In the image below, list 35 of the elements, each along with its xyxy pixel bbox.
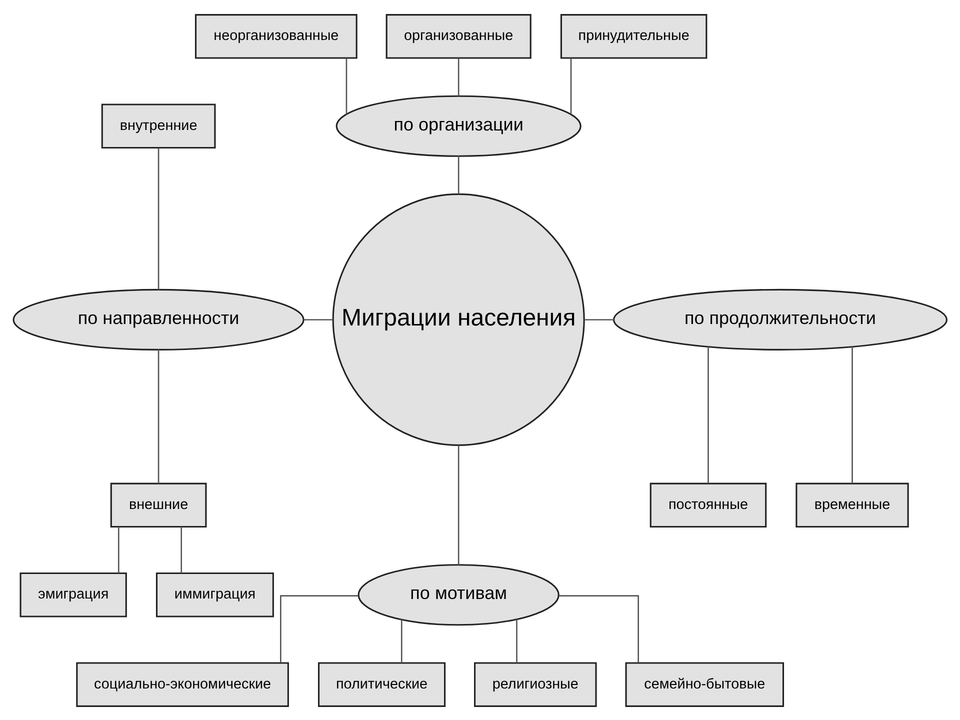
node-box: внешние bbox=[110, 482, 207, 528]
node-box: семейно-бытовые bbox=[625, 662, 784, 706]
node-box: неорганизованные bbox=[194, 14, 358, 58]
connector bbox=[280, 594, 358, 662]
connector bbox=[584, 318, 614, 320]
node-box: постоянные bbox=[650, 482, 767, 528]
connector bbox=[458, 155, 460, 194]
connector bbox=[180, 526, 182, 573]
connector bbox=[852, 346, 853, 483]
connector bbox=[458, 444, 460, 564]
connector bbox=[304, 318, 333, 320]
node-box: принудительные bbox=[560, 14, 708, 58]
node-ellipse: по организации bbox=[336, 94, 582, 156]
node-circle: Миграции населения bbox=[332, 192, 585, 446]
node-box: эмиграция bbox=[20, 572, 127, 617]
node-box: внутренние bbox=[101, 103, 216, 148]
connector bbox=[118, 526, 120, 573]
connector bbox=[516, 618, 518, 662]
connector bbox=[558, 594, 639, 662]
node-box: религиозные bbox=[474, 662, 597, 706]
connector bbox=[458, 58, 460, 96]
connector bbox=[570, 58, 572, 114]
node-box: организованные bbox=[386, 14, 532, 58]
node-box: социально-экономические bbox=[76, 662, 289, 706]
node-box: временные bbox=[796, 482, 909, 528]
connector bbox=[708, 346, 709, 483]
node-box: политические bbox=[318, 662, 446, 706]
connector bbox=[400, 618, 402, 662]
node-ellipse: по направленности bbox=[12, 288, 304, 350]
node-ellipse: по мотивам bbox=[358, 564, 560, 626]
connector bbox=[346, 58, 348, 114]
node-box: иммиграция bbox=[156, 572, 274, 617]
connector bbox=[158, 147, 160, 290]
connector bbox=[158, 349, 160, 484]
node-ellipse: по продолжительности bbox=[613, 288, 948, 350]
